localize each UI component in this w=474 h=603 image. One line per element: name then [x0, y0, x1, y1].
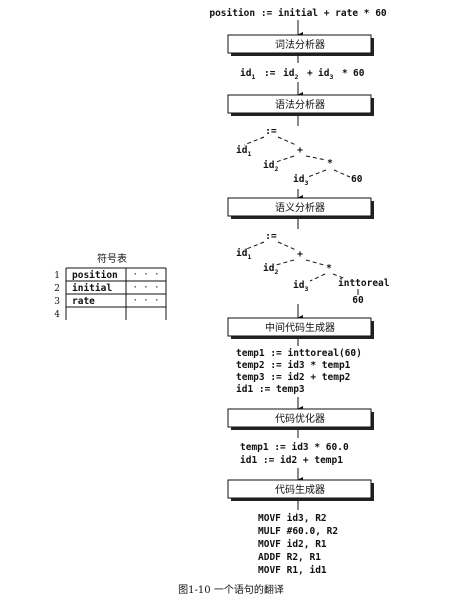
tree-leaf-id1: id1 — [236, 145, 251, 158]
tree-node-plus: + — [297, 145, 303, 156]
row-number: 2 — [54, 284, 60, 294]
symbol-attributes: · · · — [132, 296, 159, 306]
code-line: temp2 := id3 * temp1 — [236, 360, 351, 371]
symbol-name: rate — [72, 296, 95, 307]
figure-caption: 图1-10 一个语句的翻译 — [178, 583, 284, 596]
semantic-analyzer-box: 语义分析器 — [227, 197, 374, 219]
tree-leaf-id3: id3 — [293, 174, 308, 187]
token-plus: + — [307, 68, 313, 79]
intermediate-code: temp1 := inttoreal(60) temp2 := id3 * te… — [236, 348, 362, 395]
row-number: 3 — [54, 297, 60, 307]
intermediate-code-generator-box: 中间代码生成器 — [227, 317, 374, 339]
token-stream: id1 := id2 + id3 * 60 — [240, 68, 365, 81]
code-optimizer-label: 代码优化器 — [275, 412, 325, 425]
table-row: 3 rate · · · — [54, 296, 159, 307]
table-row: 1 position · · · — [54, 270, 159, 281]
tree-edge — [243, 241, 265, 251]
syntax-analyzer-label: 语法分析器 — [275, 98, 325, 111]
code-generator-box: 代码生成器 — [227, 479, 374, 501]
tree-edge — [277, 136, 297, 146]
tree-edge — [309, 273, 326, 282]
token-star: * — [342, 68, 348, 79]
code-line: temp1 := inttoreal(60) — [236, 348, 362, 359]
source-statement: position := initial + rate * 60 — [209, 8, 387, 19]
asm-line: MOVF id2, R1 — [258, 539, 327, 550]
tree-node-assign: := — [265, 126, 277, 137]
table-row: 4 — [54, 310, 60, 320]
token-id3: id3 — [318, 68, 333, 81]
asm-line: MOVF R1, id1 — [258, 565, 327, 576]
code-line: temp3 := id2 + temp2 — [236, 372, 350, 383]
code-optimizer-box: 代码优化器 — [227, 408, 374, 430]
syntax-tree: := id1 + id2 * id3 60 — [236, 126, 363, 187]
code-line: id1 := temp3 — [236, 384, 305, 395]
symbol-attributes: · · · — [132, 270, 159, 280]
token-id2: id2 — [283, 68, 298, 81]
tree-leaf-id2: id2 — [263, 160, 278, 173]
tree-leaf-id3: id3 — [293, 280, 308, 293]
optimized-code: temp1 := id3 * 60.0 id1 := id2 + temp1 — [240, 442, 349, 466]
tree-edge — [275, 259, 295, 266]
tree-node-assign: := — [265, 231, 277, 242]
token-id1: id1 — [240, 68, 255, 81]
tree-edge — [332, 273, 347, 280]
tree-edge — [333, 169, 351, 178]
tree-node-star: * — [326, 263, 332, 274]
symbol-attributes: · · · — [132, 283, 159, 293]
tree-leaf-id1: id1 — [236, 248, 251, 261]
tree-node-star: * — [327, 158, 333, 169]
symbol-table-title: 符号表 — [97, 252, 127, 265]
symbol-table: 符号表 1 position · · · 2 initial · · · 3 r… — [54, 252, 167, 320]
semantic-analyzer-label: 语义分析器 — [275, 201, 325, 214]
token-assign: := — [264, 68, 276, 79]
row-number: 1 — [54, 271, 60, 281]
code-line: id1 := id2 + temp1 — [240, 455, 343, 466]
tree-leaf-num: 60 — [352, 295, 364, 306]
asm-line: ADDF R2, R1 — [258, 552, 321, 563]
row-number: 4 — [54, 310, 60, 320]
target-code: MOVF id3, R2 MULF #60.0, R2 MOVF id2, R1… — [258, 513, 338, 576]
tree-node-inttoreal: inttoreal — [338, 278, 390, 289]
syntax-analyzer-box: 语法分析器 — [227, 94, 374, 116]
asm-line: MULF #60.0, R2 — [258, 526, 338, 537]
tree-edge — [275, 155, 295, 163]
tree-leaf-num: 60 — [351, 174, 363, 185]
code-generator-label: 代码生成器 — [275, 483, 325, 496]
semantic-tree: := id1 + id2 * id3 inttoreal 60 — [236, 231, 390, 306]
intermediate-code-generator-label: 中间代码生成器 — [265, 321, 335, 334]
tree-edge — [277, 241, 297, 251]
tree-leaf-id2: id2 — [263, 263, 278, 276]
lexical-analyzer-box: 词法分析器 — [227, 34, 374, 56]
tree-edge — [307, 169, 327, 178]
tree-edge — [305, 155, 327, 161]
code-line: temp1 := id3 * 60.0 — [240, 442, 349, 453]
token-num: 60 — [353, 68, 365, 79]
table-row: 2 initial · · · — [54, 283, 159, 294]
tree-edge — [305, 259, 325, 266]
asm-line: MOVF id3, R2 — [258, 513, 327, 524]
tree-edge — [243, 136, 265, 146]
tree-node-plus: + — [297, 249, 303, 260]
lexical-analyzer-label: 词法分析器 — [275, 38, 325, 51]
symbol-name: initial — [72, 283, 112, 294]
symbol-name: position — [72, 270, 118, 281]
